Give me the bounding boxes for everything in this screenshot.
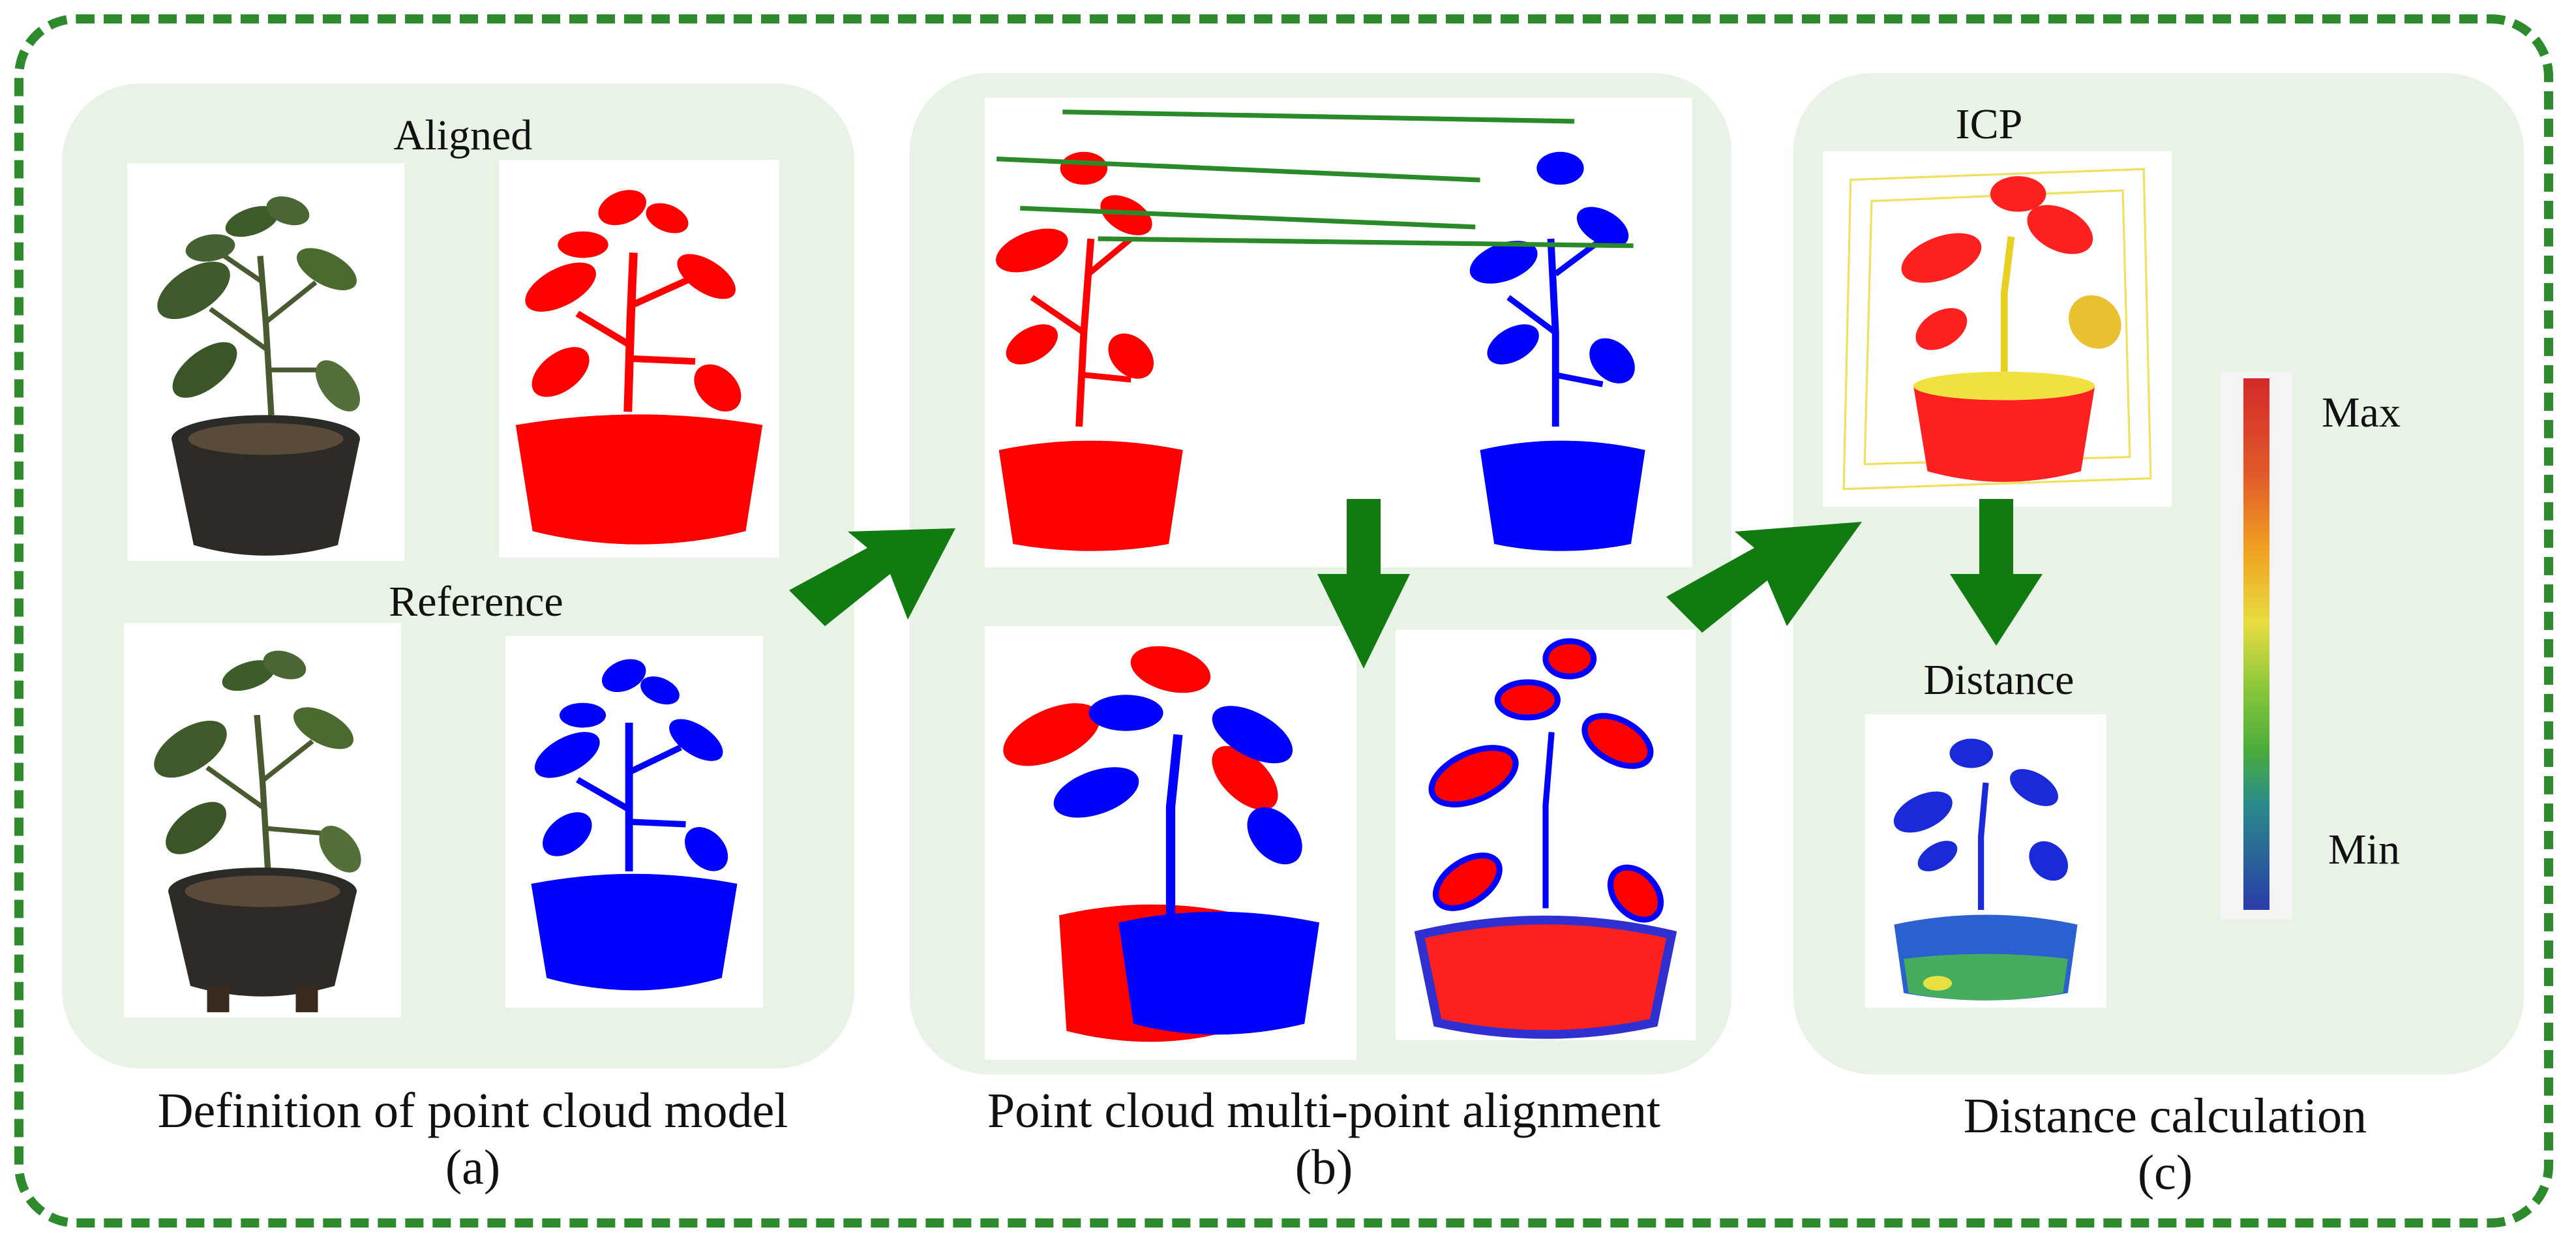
reference-label: Reference <box>389 578 563 626</box>
colorbar <box>2221 372 2292 920</box>
icp-result-point-cloud <box>1823 151 2172 507</box>
reference-blue-point-cloud <box>505 636 763 1008</box>
distance-label: Distance <box>1923 656 2074 704</box>
reference-plant-photo <box>124 623 401 1017</box>
pre-alignment-point-clouds <box>985 98 1692 567</box>
aligned-red-point-cloud <box>499 160 779 558</box>
panel-b-caption: Point cloud multi-point alignment (b) <box>913 1083 1735 1197</box>
aligned-plant-photo <box>127 163 404 561</box>
panel-c-caption: Distance calculation (c) <box>1800 1088 2530 1202</box>
colorbar-gradient <box>2243 378 2269 910</box>
figure-frame <box>14 14 2553 1228</box>
panel-a-caption: Definition of point cloud model (a) <box>78 1083 867 1197</box>
overlapping-point-clouds <box>985 626 1356 1060</box>
panel-a-caption-text: Definition of point cloud model <box>157 1083 788 1138</box>
panel-a-letter: (a) <box>445 1140 501 1196</box>
colorbar-min-label: Min <box>2328 826 2401 873</box>
panel-b-caption-text: Point cloud multi-point alignment <box>987 1083 1661 1138</box>
aligned-label: Aligned <box>393 112 533 159</box>
panel-c-letter: (c) <box>2137 1145 2193 1201</box>
colorbar-max-label: Max <box>2322 389 2401 436</box>
merged-point-clouds <box>1396 629 1696 1040</box>
distance-colored-point-cloud <box>1865 714 2106 1008</box>
panel-b-letter: (b) <box>1295 1140 1353 1196</box>
icp-label: ICP <box>1955 100 2023 148</box>
panel-c-caption-text: Distance calculation <box>1963 1089 2367 1143</box>
